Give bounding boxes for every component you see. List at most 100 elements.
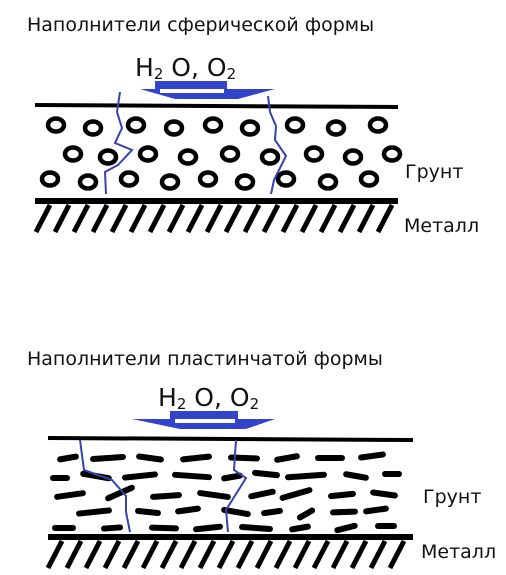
hatch-line (64, 539, 84, 570)
hatch-line (330, 539, 350, 570)
spherical-particle (259, 148, 281, 166)
hatch-line (204, 203, 224, 234)
platelet-particle (370, 489, 398, 499)
platelet-particle (57, 453, 79, 463)
top-primer-label: Грунт (405, 161, 463, 183)
spherical-particle (62, 145, 84, 163)
hatch-line (337, 203, 357, 234)
platelet-particle (296, 507, 316, 521)
platelet-particle (261, 507, 283, 517)
spherical-particle (45, 116, 67, 134)
platelet-particle (122, 471, 158, 481)
hatch-line (128, 203, 148, 234)
hatch-line (318, 203, 338, 234)
hatch-line (242, 203, 262, 234)
hatch-line (33, 203, 53, 234)
hatch-line (261, 203, 281, 234)
platelet-particle (101, 524, 123, 532)
hatch-line (197, 539, 217, 570)
platelet-particles (50, 451, 402, 534)
spherical-particle (342, 148, 364, 166)
top-cracks (103, 91, 288, 195)
hatch-line (292, 539, 312, 570)
hatch-line (235, 539, 255, 570)
platelet-panel-title: Наполнители пластинчатой формы (27, 348, 383, 370)
hatch-line (178, 539, 198, 570)
platelet-particle (193, 523, 223, 533)
spherical-particle (159, 173, 181, 191)
hatch-line (216, 539, 236, 570)
hatch-line (375, 203, 395, 234)
hatch-line (185, 203, 205, 234)
platelet-particle (175, 505, 201, 515)
spherical-particle (202, 116, 224, 134)
platelet-particle (289, 523, 311, 533)
platelet-particle (279, 487, 313, 501)
hatch-line (102, 539, 122, 570)
platelet-particle (358, 451, 386, 461)
hatch-line (356, 203, 376, 234)
bottom-coating-surface (47, 436, 414, 442)
hatch-line (368, 539, 388, 570)
hatch-line (90, 203, 110, 234)
spherical-particle (177, 148, 199, 166)
spherical-particle (275, 170, 297, 188)
platelet-particle (274, 453, 300, 463)
top-crack-right (267, 95, 288, 195)
platelet-particle (180, 453, 212, 463)
hatch-line (159, 539, 179, 570)
hatch-line (223, 203, 243, 234)
platelet-particle (334, 522, 358, 534)
spherical-particle (197, 170, 219, 188)
bottom-crack-right (224, 439, 248, 533)
platelet-particle (285, 471, 327, 481)
spherical-particle (284, 116, 306, 134)
platelet-particle (248, 488, 276, 500)
spherical-particle (367, 116, 389, 134)
platelet-particle (90, 453, 126, 463)
spherical-particle (82, 119, 104, 137)
bottom-penetration-arrow (132, 411, 275, 429)
spherical-particle (118, 170, 140, 188)
platelet-particle (105, 484, 135, 502)
top-metal-hatching (33, 203, 395, 234)
platelet-particle (150, 492, 182, 500)
platelet-particle (76, 507, 112, 517)
top-crack-left (103, 91, 134, 195)
hatch-line (299, 203, 319, 234)
hatch-line (166, 203, 186, 234)
bottom-crack-left (79, 439, 131, 533)
platelet-particle (343, 471, 369, 481)
hatch-line (273, 539, 293, 570)
spherical-particle (317, 173, 339, 191)
top-metal-label: Металл (404, 215, 479, 237)
platelet-particle (172, 471, 212, 481)
hatch-line (280, 203, 300, 234)
bottom-metal-hatching (45, 539, 407, 570)
platelet-particle (54, 490, 86, 500)
platelet-filler-panel: Наполнители пластинчатой формы H2 O, O2 … (27, 348, 496, 570)
platelet-particle (330, 508, 358, 516)
platelet-particle (363, 505, 389, 515)
platelet-particle (221, 472, 243, 482)
spherical-filler-panel: Наполнители сферической формы H2 O, O2 Г… (27, 14, 479, 237)
bottom-primer-label: Грунт (423, 486, 481, 508)
hatch-line (147, 203, 167, 234)
spherical-particle (97, 148, 119, 166)
hatch-line (109, 203, 129, 234)
spherical-particles (39, 116, 403, 191)
platelet-particle (221, 506, 251, 518)
bottom-reagent-label: H2 O, O2 (158, 383, 259, 413)
hatch-line (140, 539, 160, 570)
platelet-particle (136, 453, 164, 463)
hatch-line (71, 203, 91, 234)
spherical-particle (381, 145, 403, 163)
hatch-line (387, 539, 407, 570)
spherical-panel-title: Наполнители сферической формы (27, 14, 374, 36)
platelet-particle (197, 490, 231, 500)
spherical-particle (39, 170, 61, 188)
spherical-particle (125, 116, 147, 134)
top-coating-surface (34, 103, 399, 109)
platelet-particle (135, 507, 161, 517)
